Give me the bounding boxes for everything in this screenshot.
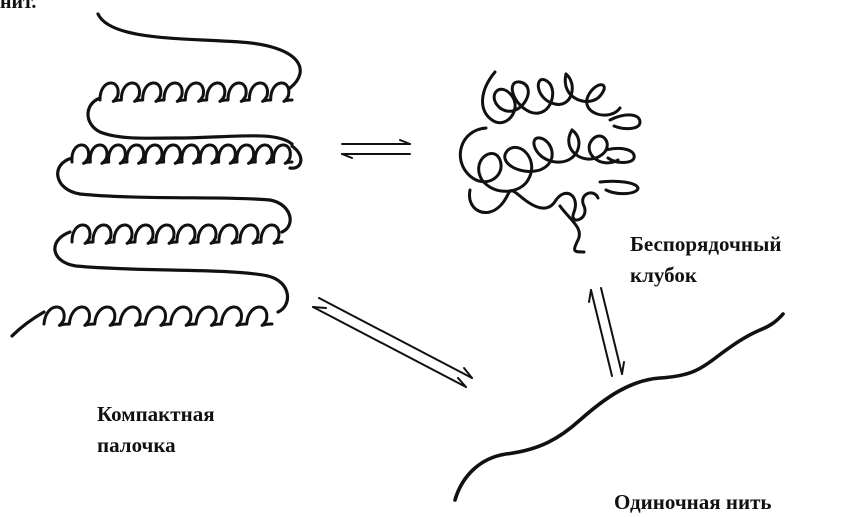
- top-clipped-text: нит.: [0, 0, 36, 12]
- label-random-coil-line1: Беспорядочный: [630, 232, 781, 256]
- rod-fold-left-2: [58, 158, 290, 232]
- equilibrium-arrow-rod-coil: [342, 140, 410, 158]
- coil-strand-3: [565, 74, 620, 115]
- helix-row-1: [100, 83, 292, 101]
- label-single-strand: Одиночная нить: [614, 492, 772, 513]
- label-compact-rod: Компактная палочка: [97, 404, 215, 456]
- coil-loop-right-3: [600, 181, 638, 193]
- coil-strand-7: [469, 190, 556, 213]
- rod-tail-top: [98, 14, 300, 88]
- equilibrium-arrow-coil-strand: [589, 288, 624, 376]
- rod-link-1: [175, 136, 292, 144]
- equilibrium-arrow-rod-strand: [313, 298, 472, 387]
- compact-rod-shape: [12, 14, 301, 336]
- helix-row-2: [72, 145, 292, 163]
- coil-strand-8: [556, 193, 598, 220]
- helix-row-4: [44, 307, 272, 325]
- coil-strand-4: [460, 128, 528, 191]
- helix-row-3: [72, 225, 282, 243]
- random-coil-shape: [460, 72, 640, 252]
- coil-loop-right-1: [610, 115, 640, 129]
- coil-loop-right-2: [606, 148, 634, 162]
- rod-fold-left-1: [88, 98, 175, 138]
- coil-tail: [560, 206, 584, 252]
- coil-strand-1: [483, 72, 516, 123]
- rod-tail-bottom: [12, 312, 44, 336]
- single-strand-shape: [455, 314, 783, 500]
- label-random-coil: Беспорядочный клубок: [630, 234, 781, 286]
- label-single-strand-line1: Одиночная нить: [614, 490, 772, 514]
- label-compact-rod-line1: Компактная: [97, 402, 215, 426]
- label-compact-rod-line2: палочка: [97, 435, 215, 456]
- label-random-coil-line2: клубок: [630, 265, 781, 286]
- rod-fold-right-2: [290, 146, 301, 168]
